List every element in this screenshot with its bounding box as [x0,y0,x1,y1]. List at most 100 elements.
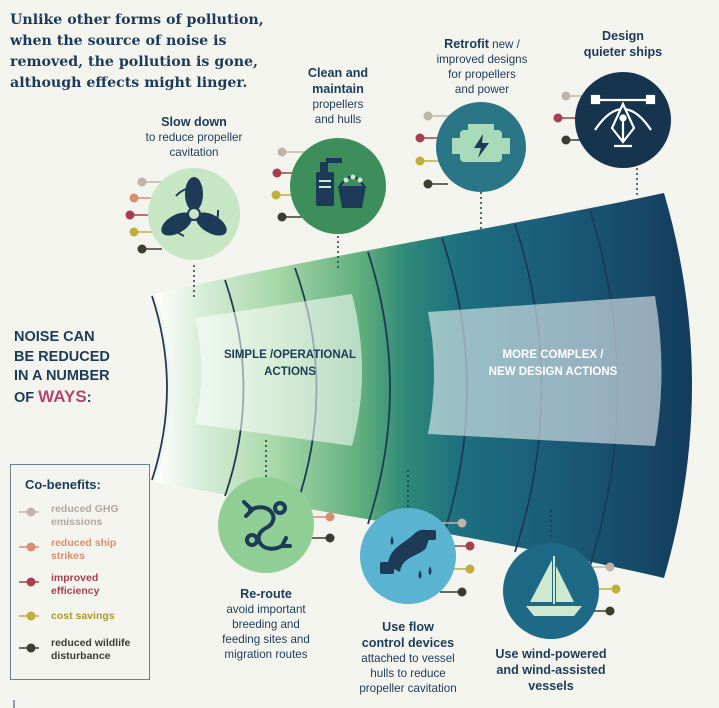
action-wind-circle [503,543,599,639]
band-label-line: MORE COMPLEX / [502,349,604,361]
pin-efficiency [553,113,563,123]
action-title-suffix: new / [488,38,520,51]
pin-wildlife [457,587,467,597]
pin-wildlife [137,244,147,254]
band-arc [151,295,168,481]
ways-suffix: : [86,389,92,406]
action-desc: cavitation [169,146,219,159]
connectors [193,168,638,540]
noise-band [155,193,692,578]
ways-line: NOISE CAN [14,329,95,345]
pin-strikes [325,512,335,522]
pin-cost [415,156,425,166]
pin-wildlife [277,212,287,222]
action-wind-label: Use wind-powered and wind-assisted vesse… [478,646,624,694]
action-desc: breeding and [232,618,300,631]
action-retrofit-label: Retrofit new / improved designs for prop… [412,36,552,97]
action-clean-circle [290,138,386,234]
route-icon [242,500,292,551]
action-desc: improved designs [436,53,528,66]
intro-line: although effects might linger. [10,75,248,91]
band-label-line: ACTIONS [264,366,316,378]
legend-pin [26,643,36,653]
action-design-circle [575,72,671,168]
ways-highlight: WAYS [38,386,87,406]
pin-wildlife [605,606,615,616]
action-title: Clean and [307,66,369,80]
action-desc: avoid important [226,603,306,616]
action-design-label: Design quieter ships [563,28,683,60]
action-desc: feeding sites and [222,633,310,646]
action-slow-down-circle [148,168,240,260]
pin-ghg [423,111,433,121]
action-title: Slow down [161,115,227,129]
pin-ghg [561,91,571,101]
pin-strikes [129,193,139,203]
complex-actions-panel [428,296,662,446]
legend-pin [26,611,36,621]
band-arc [367,251,391,525]
pins-slow-down [125,177,162,254]
intro-text: Unlike other forms of pollution, when th… [10,10,280,94]
ways-line: OF WAYS: [14,387,144,409]
cleaning-icon [316,158,366,208]
pin-wildlife [423,179,433,189]
ways-prefix: OF [14,389,39,406]
action-retrofit-circle [436,102,526,192]
pin-ghg [457,518,467,528]
pins-flow [440,518,475,597]
ways-line: IN A NUMBER [14,368,110,384]
action-title: Use flow [382,620,434,634]
action-desc: propellers [312,98,364,111]
pin-wildlife [561,135,571,145]
pin-cost [611,584,621,594]
pin-cost [465,564,475,574]
pin-cost [129,227,139,237]
action-desc: propeller cavitation [359,682,457,695]
action-desc: migration routes [224,648,308,661]
action-title: Retrofit [444,37,489,51]
legend-pin [26,507,36,517]
action-title: control devices [361,636,455,650]
pin-ghg [277,147,287,157]
legend-pins [19,507,39,653]
action-flow-circle [360,508,456,604]
pin-efficiency [272,168,282,178]
action-desc: for propellers [448,68,516,81]
action-flow-label: Use flow control devices attached to ves… [336,619,480,696]
action-title: and wind-assisted [496,663,606,677]
pin-ghg [137,177,147,187]
complex-actions-label: MORE COMPLEX / NEW DESIGN ACTIONS [453,347,653,381]
action-reroute-label: Re-route avoid important breeding and fe… [196,586,336,662]
band-label-line: NEW DESIGN ACTIONS [488,366,618,378]
pins-clean [271,147,306,222]
action-title: maintain [312,82,364,96]
propeller-icon [161,177,227,237]
pin-efficiency [125,210,135,220]
ways-line: BE REDUCED [14,348,110,365]
legend-pin [26,542,36,552]
simple-actions-panel [195,294,362,446]
action-desc: hulls to reduce [370,667,446,680]
intro-line: removed, the pollution is gone, [10,54,258,70]
action-title: Design [602,29,644,43]
action-desc: to reduce propeller [145,131,243,144]
pin-wildlife [325,533,335,543]
engine-icon [452,124,510,162]
flow-device-icon [380,529,436,579]
action-title: Use wind-powered [495,647,607,661]
action-title: Re-route [240,587,292,601]
band-label-line: SIMPLE /OPERATIONAL [223,349,357,361]
simple-actions-label: SIMPLE /OPERATIONAL ACTIONS [200,347,380,381]
action-reroute-circle [218,477,314,573]
action-slow-down-label: Slow down to reduce propeller cavitation [124,114,264,160]
pin-ghg [605,562,615,572]
intro-line: Unlike other forms of pollution, [10,12,264,28]
action-title: quieter ships [583,45,663,59]
